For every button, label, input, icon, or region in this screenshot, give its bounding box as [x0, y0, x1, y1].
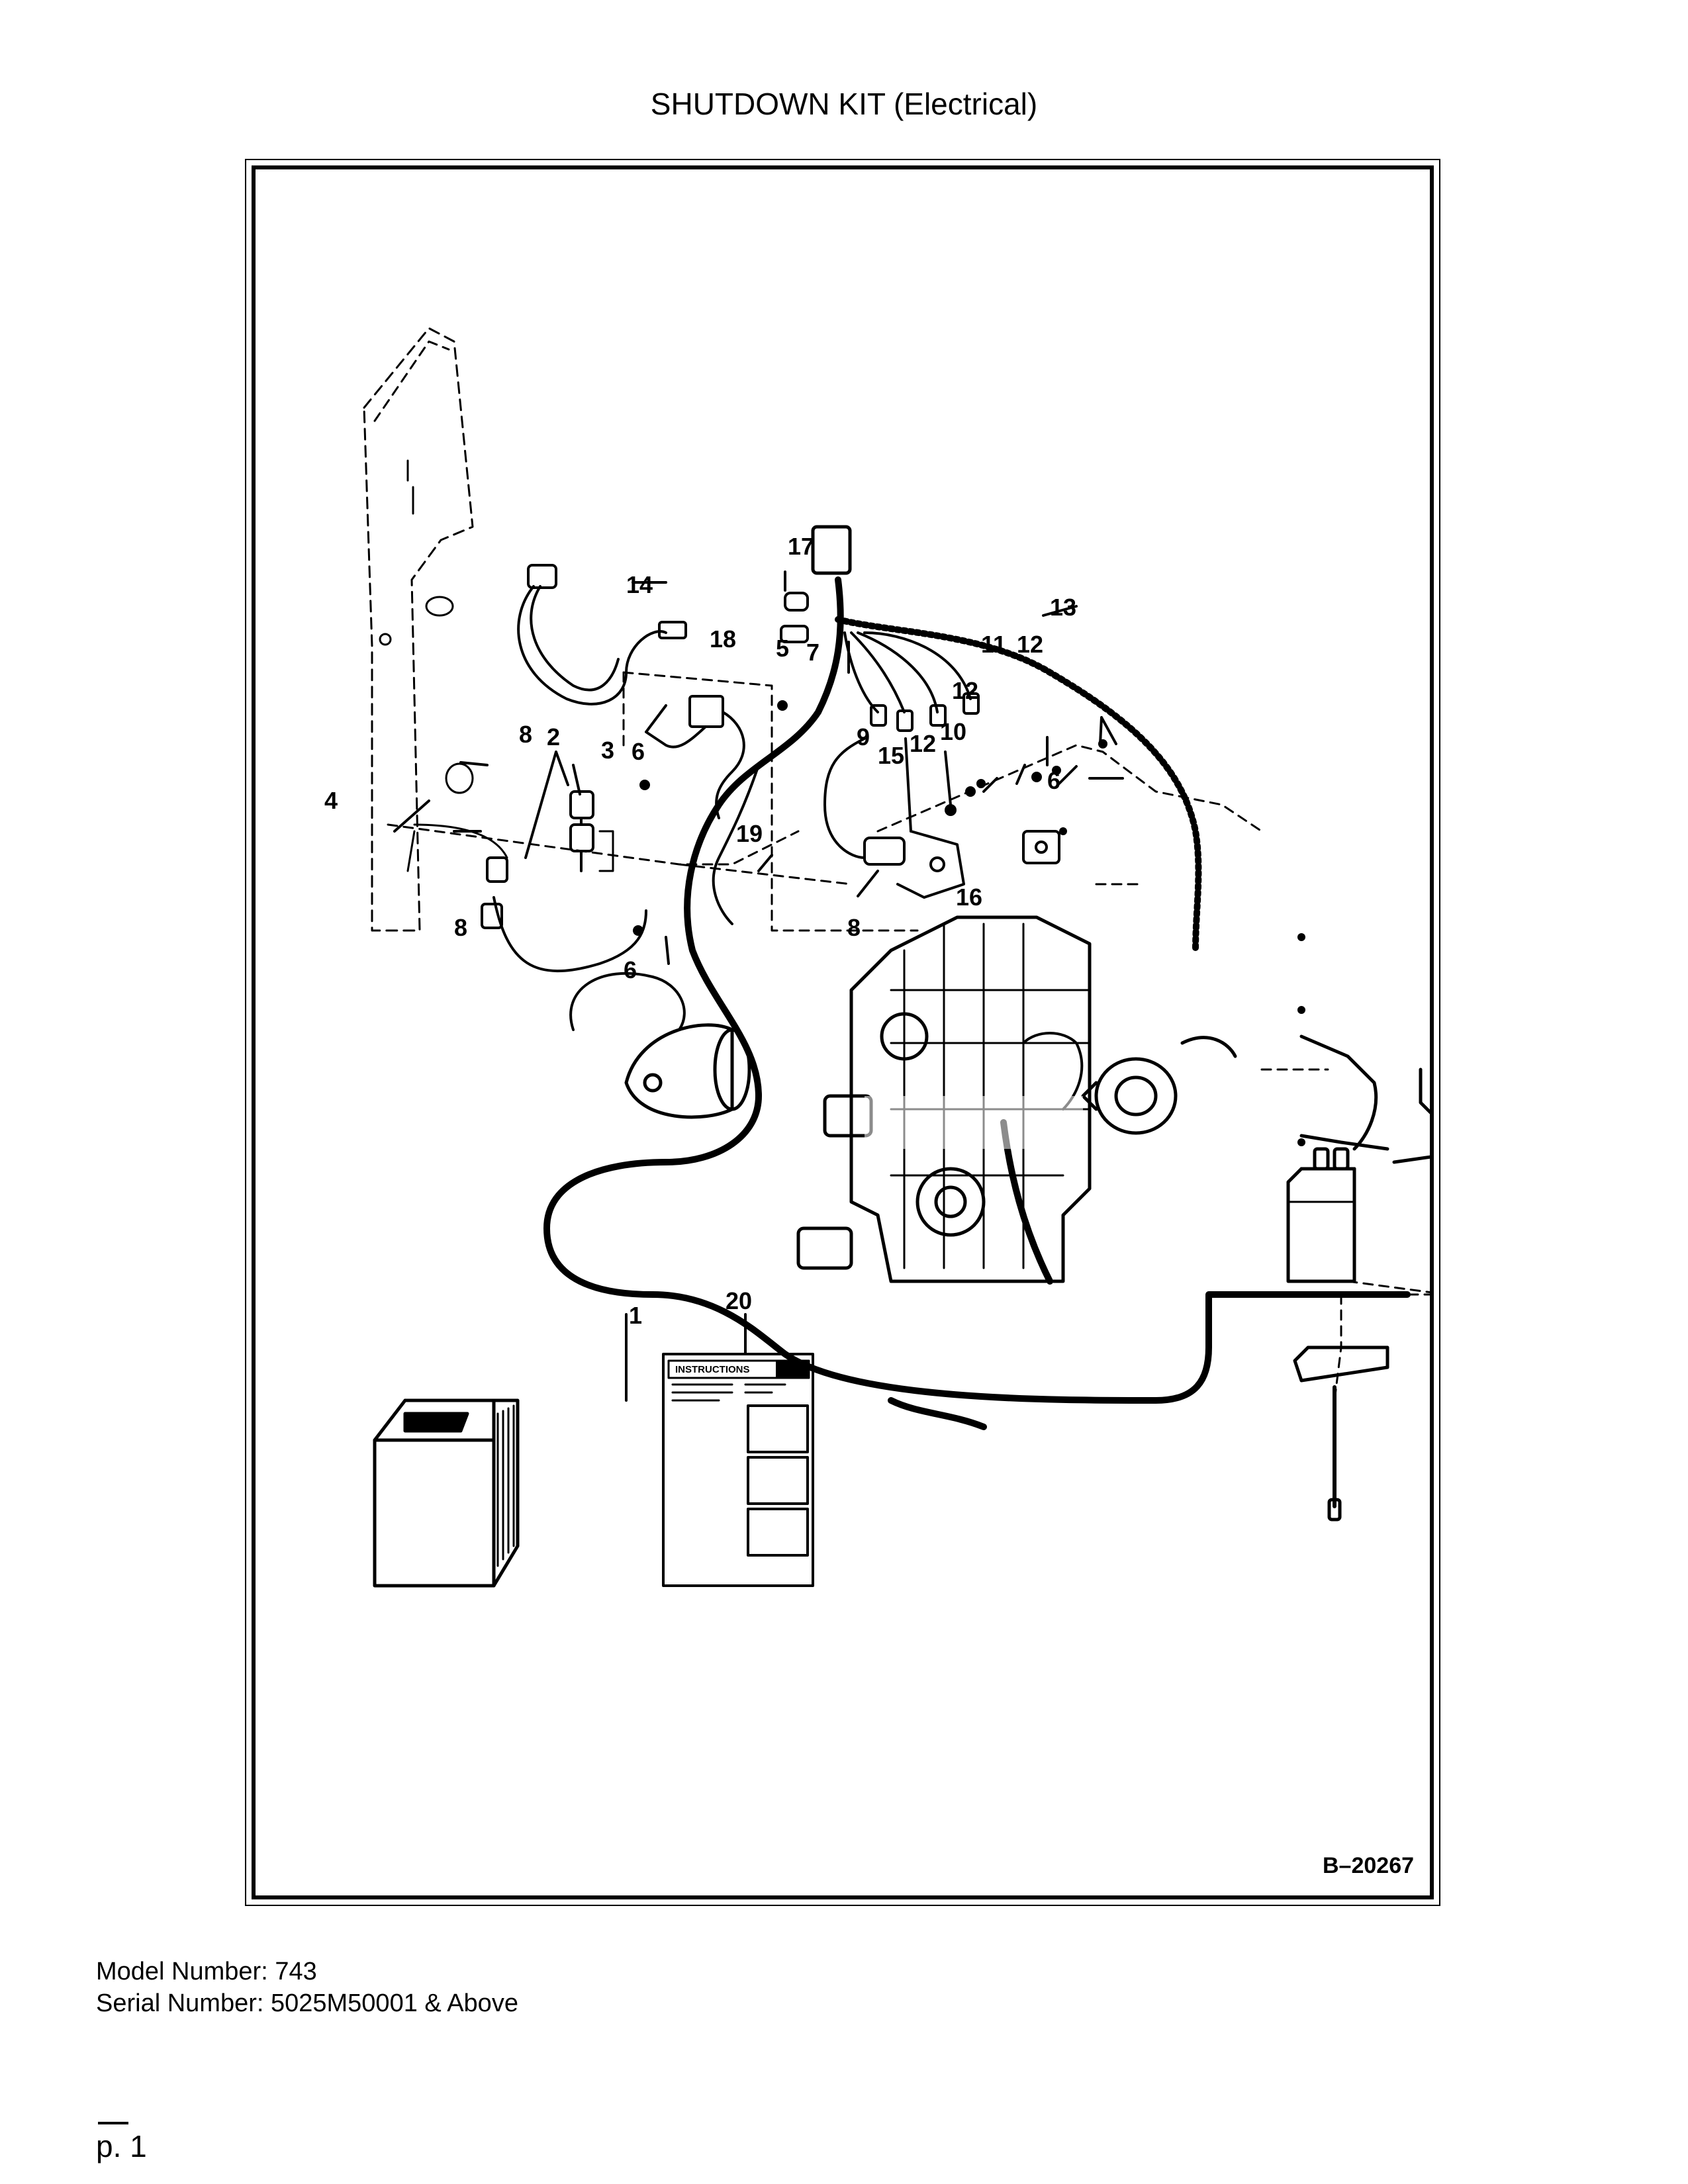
figure-frame-outer	[245, 159, 1440, 1906]
callout-11: 11	[981, 631, 1006, 658]
callout-1: 1	[629, 1302, 642, 1329]
callout-17: 17	[788, 533, 814, 560]
instruction-sheet-heading: INSTRUCTIONS	[675, 1364, 750, 1375]
callout-20: 20	[726, 1287, 752, 1314]
callout-14: 14	[626, 571, 653, 598]
callout-12-a: 12	[1017, 631, 1043, 658]
figure-frame	[252, 165, 1434, 1899]
callout-5: 5	[776, 635, 789, 662]
callout-2: 2	[547, 723, 560, 751]
exploded-view-diagram: 1 2 3 4 5 6 6 6 7 8 8 8 9 10 11 12 12 12…	[324, 327, 1430, 1878]
part-2-3-switches	[406, 790, 647, 973]
page-number-rule	[98, 2122, 128, 2124]
callout-6-b: 6	[1047, 767, 1060, 794]
part-17-fuse	[780, 592, 809, 643]
callout-9: 9	[857, 723, 870, 751]
dashed-leaders	[387, 744, 1430, 1402]
model-number: Model Number: 743	[96, 1958, 317, 1985]
callout-labels: 1 2 3 4 5 6 6 6 7 8 8 8 9 10 11 12 12 12…	[324, 533, 1414, 1878]
parts-9-15-16	[712, 737, 1060, 925]
part-1-box	[373, 1398, 520, 1588]
harness-connector	[811, 525, 852, 575]
part-14-harness	[517, 564, 687, 705]
callout-6-a: 6	[632, 738, 645, 765]
callout-8-a: 8	[519, 721, 532, 748]
starter-motor	[569, 972, 751, 1119]
part-20-instruction-sheet	[662, 1353, 814, 1587]
callout-15: 15	[878, 742, 904, 769]
page-title: SHUTDOWN KIT (Electrical)	[650, 87, 1038, 121]
figure-reference: B–20267	[1323, 1853, 1414, 1878]
callout-3: 3	[601, 737, 614, 764]
callout-leaders	[393, 570, 1124, 1402]
callout-7: 7	[806, 639, 820, 666]
battery	[1286, 1147, 1356, 1283]
battery-cables	[1299, 1034, 1430, 1164]
callout-8-b: 8	[454, 914, 467, 941]
callout-13: 13	[1050, 594, 1076, 621]
part-18-relay	[622, 671, 773, 819]
battery-holddown	[1293, 1345, 1389, 1522]
harness-branches	[843, 631, 980, 732]
callout-12-c: 12	[910, 730, 936, 757]
callout-4: 4	[324, 787, 338, 814]
callout-6-c: 6	[624, 956, 637, 983]
callout-18: 18	[710, 625, 736, 653]
callout-19: 19	[736, 820, 763, 847]
side-panel	[363, 327, 474, 932]
callout-8-c: 8	[847, 914, 861, 941]
serial-number: Serial Number: 5025M50001 & Above	[96, 1989, 518, 2017]
page-number: p. 1	[96, 2129, 147, 2163]
callout-16: 16	[956, 884, 982, 911]
callout-12-b: 12	[952, 677, 978, 704]
callout-10: 10	[940, 718, 966, 745]
fasteners	[633, 700, 1305, 1146]
